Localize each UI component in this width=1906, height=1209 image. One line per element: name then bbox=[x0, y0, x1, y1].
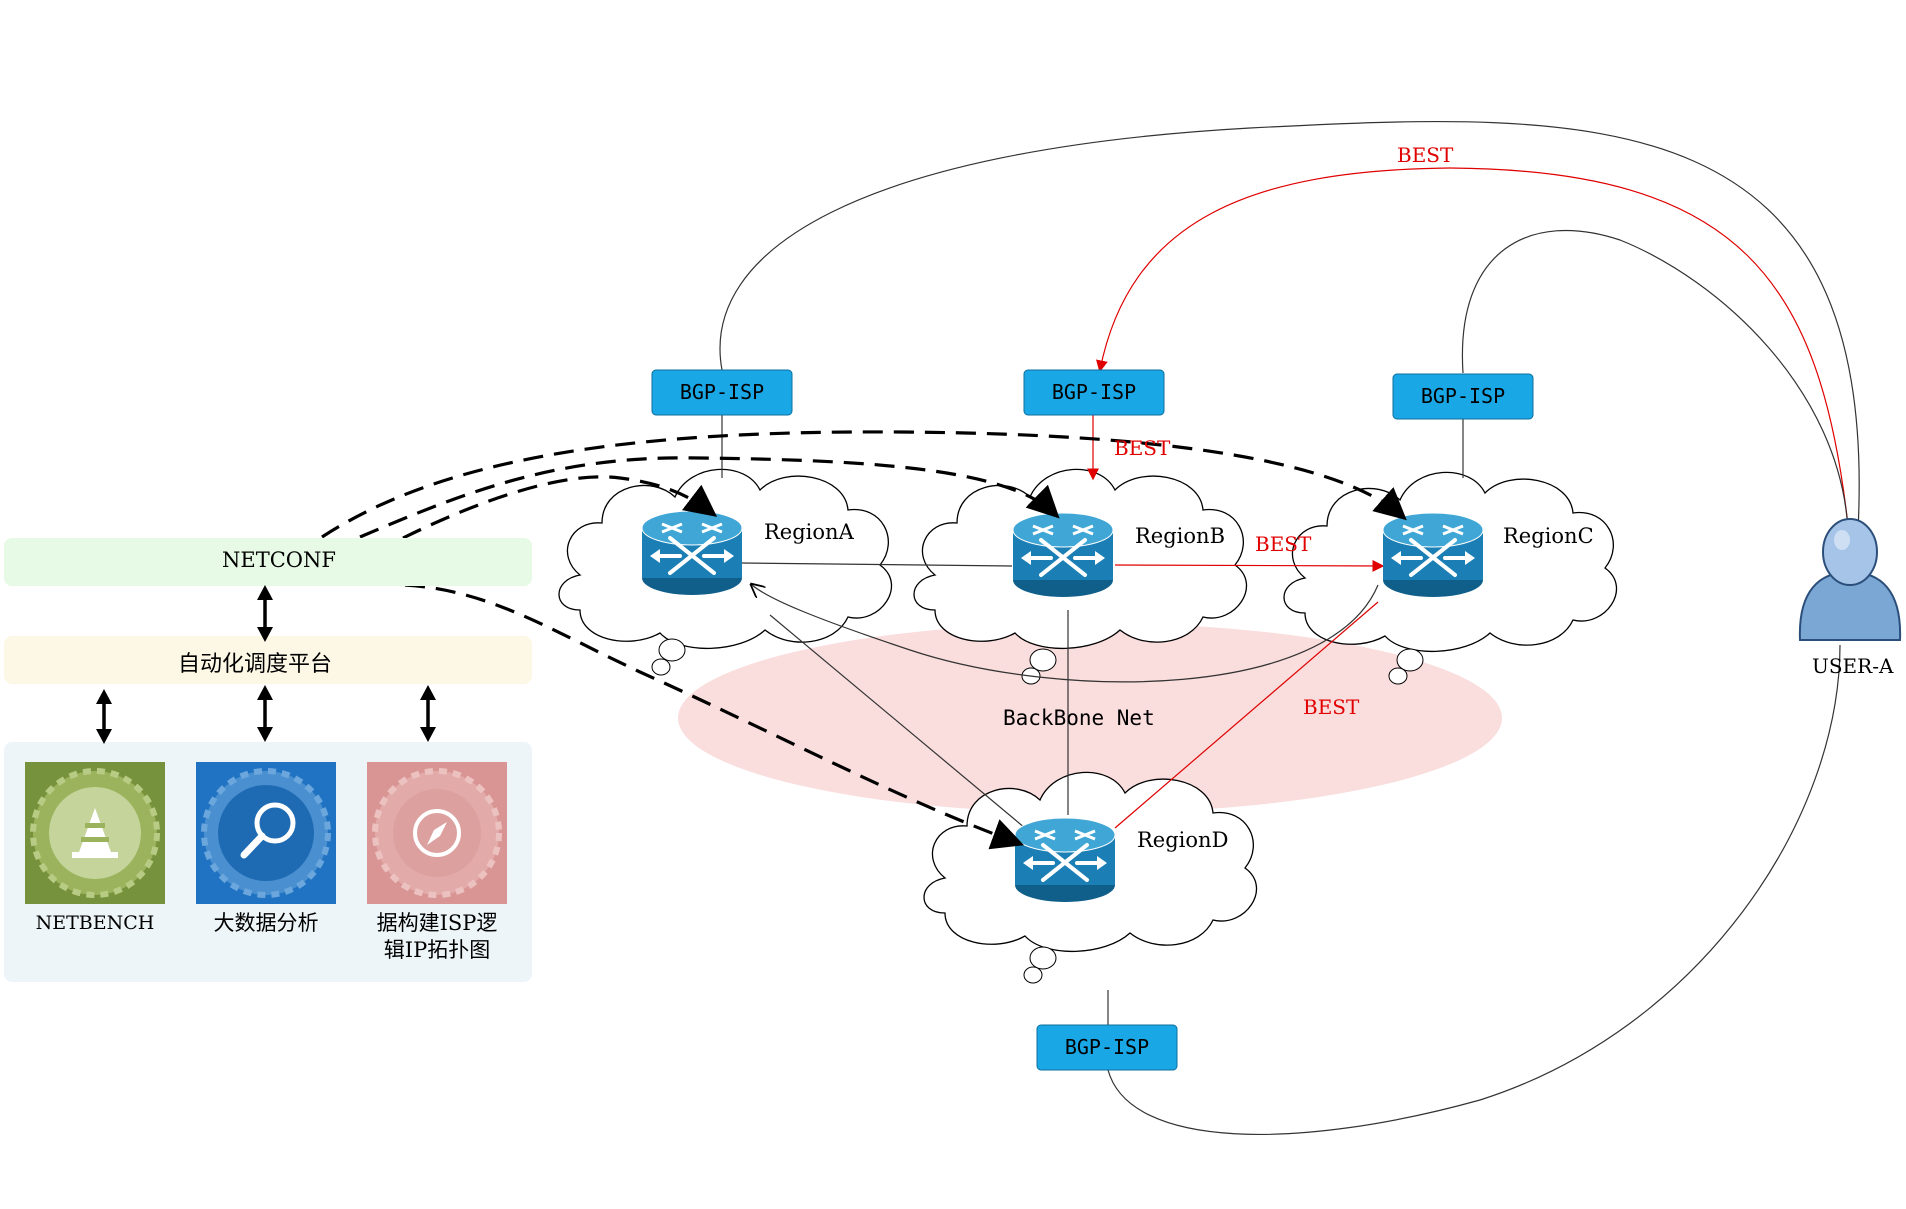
isp-box-1 bbox=[651, 369, 793, 416]
link-isp-d-user bbox=[1107, 644, 1841, 1135]
isp-box-2 bbox=[1023, 369, 1165, 416]
netconf-label: NETCONF bbox=[222, 548, 336, 572]
user-label: USER-A bbox=[1812, 654, 1894, 678]
router-region-c bbox=[1381, 511, 1485, 599]
netconf-panel bbox=[4, 538, 532, 586]
router-region-b bbox=[1011, 511, 1115, 599]
netbench-tile[interactable] bbox=[25, 762, 165, 904]
platform-label: 自动化调度平台 bbox=[178, 652, 333, 677]
router-region-d bbox=[1013, 816, 1117, 904]
platform-panel bbox=[4, 636, 532, 684]
isp-box-3 bbox=[1392, 373, 1534, 420]
best-path-b-c bbox=[1114, 559, 1385, 572]
link-a-b bbox=[741, 562, 1013, 567]
isp-topology-label-line2: 辑IP拓扑图 bbox=[383, 938, 491, 962]
router-region-a bbox=[640, 509, 744, 597]
backbone-label: BackBone Net bbox=[1003, 706, 1155, 730]
netbench-label: NETBENCH bbox=[35, 912, 155, 934]
isp-label-2: BGP-ISP bbox=[1051, 380, 1137, 404]
isp-topology-label-line1: 据构建ISP逻 bbox=[376, 911, 498, 935]
best-label-b-c: BEST bbox=[1255, 532, 1312, 556]
cloud-bubbles-c bbox=[1388, 648, 1424, 685]
backbone-area bbox=[678, 623, 1502, 813]
cloud-bubbles-a bbox=[651, 638, 686, 676]
isp-label-3: BGP-ISP bbox=[1420, 384, 1506, 408]
traffic-cone-icon bbox=[72, 808, 118, 858]
best-path-user-ispb bbox=[1096, 167, 1849, 526]
region-d-label: RegionD bbox=[1137, 828, 1229, 852]
user-icon bbox=[1798, 518, 1902, 641]
region-b-label: RegionB bbox=[1135, 524, 1225, 548]
big-data-label: 大数据分析 bbox=[213, 911, 319, 935]
compass-icon bbox=[413, 809, 461, 857]
vertical-double-arrows bbox=[102, 597, 430, 732]
isp-topology-tile[interactable] bbox=[367, 762, 507, 904]
netconf-links bbox=[321, 430, 1407, 850]
link-a-d bbox=[769, 614, 1026, 829]
netconf-link-region-b bbox=[359, 456, 1060, 539]
best-label-isp-b: BEST bbox=[1114, 436, 1171, 460]
magnifier-icon bbox=[240, 802, 296, 859]
link-isp-a-user bbox=[719, 120, 1860, 531]
cloud-bubbles-d bbox=[1023, 946, 1057, 984]
arrowheads bbox=[96, 585, 436, 744]
isp-label-4: BGP-ISP bbox=[1064, 1035, 1150, 1059]
best-path-c-d bbox=[1114, 601, 1379, 829]
link-isp-c-user bbox=[1461, 229, 1849, 531]
region-a-label: RegionA bbox=[764, 520, 854, 544]
region-c-label: RegionC bbox=[1503, 524, 1594, 548]
best-label-top: BEST bbox=[1397, 143, 1454, 167]
isp-label-1: BGP-ISP bbox=[679, 380, 765, 404]
isp-box-4 bbox=[1036, 1024, 1178, 1071]
best-label-c-d: BEST bbox=[1303, 695, 1360, 719]
big-data-tile[interactable] bbox=[196, 762, 336, 904]
netconf-link-region-c bbox=[321, 430, 1407, 539]
link-c-a bbox=[752, 585, 1379, 683]
